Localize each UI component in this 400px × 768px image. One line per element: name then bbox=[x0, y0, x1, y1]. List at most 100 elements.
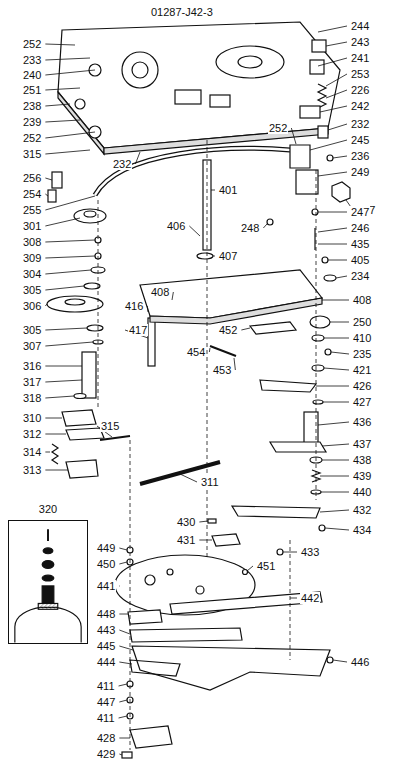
callout-number: 311 bbox=[200, 476, 220, 488]
callout-number: 236 bbox=[350, 150, 370, 162]
callout-number: 428 bbox=[96, 732, 116, 744]
leader-line bbox=[322, 460, 349, 461]
leader-line bbox=[290, 598, 297, 599]
leader-line bbox=[318, 58, 347, 66]
callout-number: 438 bbox=[352, 454, 372, 466]
leader-line bbox=[45, 270, 91, 274]
leader-line bbox=[45, 256, 95, 258]
leader-line bbox=[45, 58, 90, 60]
callout-number: 406 bbox=[166, 220, 186, 232]
callout-number: 314 bbox=[22, 446, 42, 458]
callout-number: 234 bbox=[350, 270, 370, 282]
leader-line bbox=[45, 304, 47, 306]
callout-number: 410 bbox=[352, 332, 372, 344]
leader-line bbox=[45, 88, 80, 90]
callout-number: 434 bbox=[352, 524, 372, 536]
leader-line bbox=[172, 292, 173, 300]
callout-number: 454 bbox=[186, 346, 206, 358]
leader-line bbox=[45, 194, 48, 196]
leader-line bbox=[234, 358, 235, 370]
callout-number: 244 bbox=[350, 20, 370, 32]
leader-line bbox=[241, 328, 250, 330]
callout-number: 449 bbox=[96, 542, 116, 554]
callout-number: 432 bbox=[352, 504, 372, 516]
callout-number: 431 bbox=[176, 534, 196, 546]
leader-line bbox=[119, 614, 128, 615]
leader-line bbox=[45, 366, 82, 367]
leader-line bbox=[45, 120, 80, 122]
callout-number: 245 bbox=[350, 134, 370, 146]
leader-line bbox=[119, 562, 127, 564]
leader-line bbox=[320, 510, 349, 512]
leader-line bbox=[211, 190, 215, 191]
callout-number: 448 bbox=[96, 608, 116, 620]
callout-number: 238 bbox=[22, 100, 42, 112]
leader-line bbox=[45, 342, 93, 346]
leader-line bbox=[330, 322, 349, 323]
leader-line bbox=[209, 348, 211, 352]
callout-number: 255 bbox=[22, 204, 42, 216]
leader-line bbox=[45, 380, 82, 382]
leader-line bbox=[318, 172, 347, 176]
leader-line bbox=[283, 552, 297, 553]
callout-number: 308 bbox=[22, 236, 42, 248]
callout-number: 421 bbox=[352, 364, 372, 376]
leader-line bbox=[316, 386, 349, 387]
callout-number: 306 bbox=[22, 300, 42, 312]
leader-line bbox=[318, 228, 347, 232]
leader-line bbox=[322, 444, 349, 446]
leader-line bbox=[199, 521, 208, 522]
callout-number: 316 bbox=[22, 360, 42, 372]
leader-line bbox=[45, 286, 84, 290]
callout-number: 254 bbox=[22, 188, 42, 200]
leader-line bbox=[135, 152, 140, 164]
leader-line bbox=[318, 26, 347, 32]
leader-line bbox=[189, 226, 200, 236]
leader-line bbox=[333, 156, 347, 158]
leader-line bbox=[119, 754, 122, 755]
callout-number: 252 bbox=[268, 122, 288, 134]
leader-line bbox=[119, 700, 127, 702]
callout-number: 305 bbox=[22, 324, 42, 336]
leader-line bbox=[45, 328, 87, 330]
callout-number: 440 bbox=[352, 486, 372, 498]
callout-number: 226 bbox=[350, 84, 370, 96]
callout-number: 307 bbox=[22, 340, 42, 352]
callout-number: 447 bbox=[96, 696, 116, 708]
callout-number: 246 bbox=[350, 222, 370, 234]
callout-number: 243 bbox=[350, 36, 370, 48]
leader-line bbox=[263, 224, 267, 228]
callout-number: 416 bbox=[124, 300, 144, 312]
callout-number: 408 bbox=[352, 294, 372, 306]
leader-line bbox=[318, 244, 347, 245]
callout-number: 252 bbox=[22, 132, 42, 144]
leader-line bbox=[45, 132, 95, 138]
leader-line bbox=[45, 70, 95, 75]
callout-number: 312 bbox=[22, 428, 42, 440]
callout-number: 242 bbox=[350, 100, 370, 112]
callout-number: 250 bbox=[352, 316, 372, 328]
leader-line bbox=[119, 586, 121, 587]
leader-line bbox=[291, 128, 296, 144]
callout-number: 301 bbox=[22, 220, 42, 232]
leader-line bbox=[119, 662, 132, 664]
leader-line bbox=[119, 716, 127, 718]
leader-line bbox=[325, 528, 349, 530]
leader-line bbox=[320, 476, 349, 477]
callout-number: 435 bbox=[350, 238, 370, 250]
callout-number: 249 bbox=[350, 166, 370, 178]
leader-line bbox=[321, 492, 349, 493]
leader-line bbox=[45, 44, 75, 45]
callout-number: 239 bbox=[22, 116, 42, 128]
leader-line bbox=[45, 434, 66, 435]
callout-number: 315 bbox=[22, 148, 42, 160]
callout-number: 436 bbox=[352, 416, 372, 428]
leader-line bbox=[328, 124, 347, 130]
leader-line bbox=[336, 276, 347, 278]
callout-number: 251 bbox=[22, 84, 42, 96]
callout-number: 408 bbox=[150, 286, 170, 298]
leader-line bbox=[331, 352, 349, 354]
